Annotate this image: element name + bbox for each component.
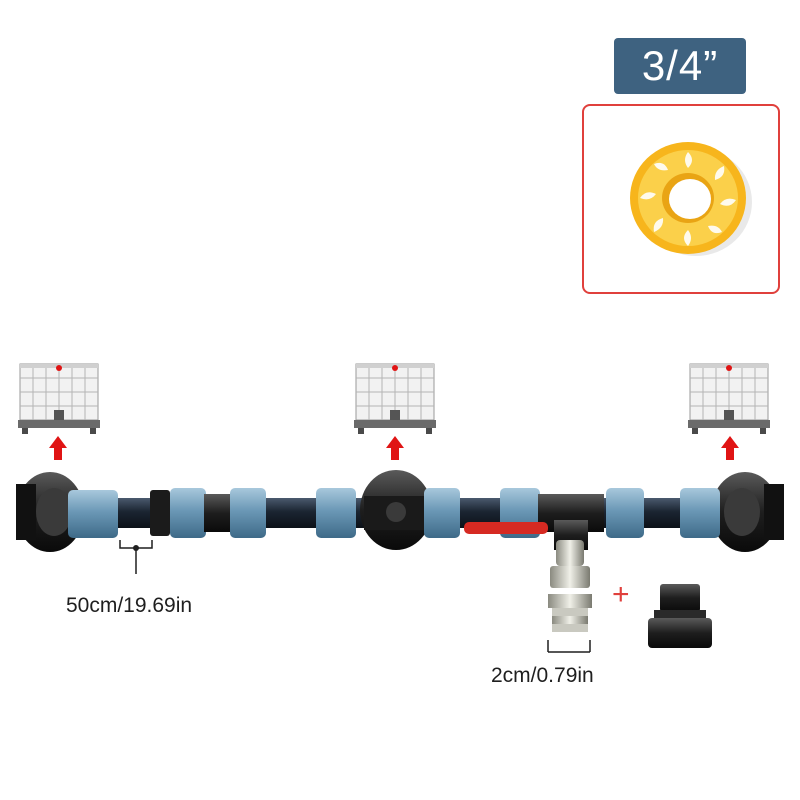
up-arrow-icon: [49, 436, 67, 460]
ptfe-tape-roll-icon: [630, 142, 752, 256]
accessory-box: [582, 104, 780, 294]
hose-adapter-icon: [648, 584, 712, 648]
ball-valve-outlet: [464, 520, 592, 632]
ibc-tank-icon-right: [687, 363, 771, 435]
up-arrow-icon: [386, 436, 404, 460]
right-tank-connector: [711, 472, 784, 552]
plus-icon: +: [612, 578, 630, 611]
outlet-length-label: 2cm/0.79in: [491, 664, 594, 687]
pipe-length-label: 50cm/19.69in: [66, 594, 193, 617]
ibc-tank-icon-center: [353, 363, 437, 435]
center-tank-connector: [360, 470, 432, 550]
dimension-bracket-right: [547, 640, 591, 653]
left-tank-connector: [16, 472, 84, 552]
size-badge: 3/4”: [614, 38, 746, 94]
valve-handle: [464, 522, 548, 534]
up-arrow-icon: [721, 436, 739, 460]
ibc-tank-icon-left: [17, 363, 101, 435]
